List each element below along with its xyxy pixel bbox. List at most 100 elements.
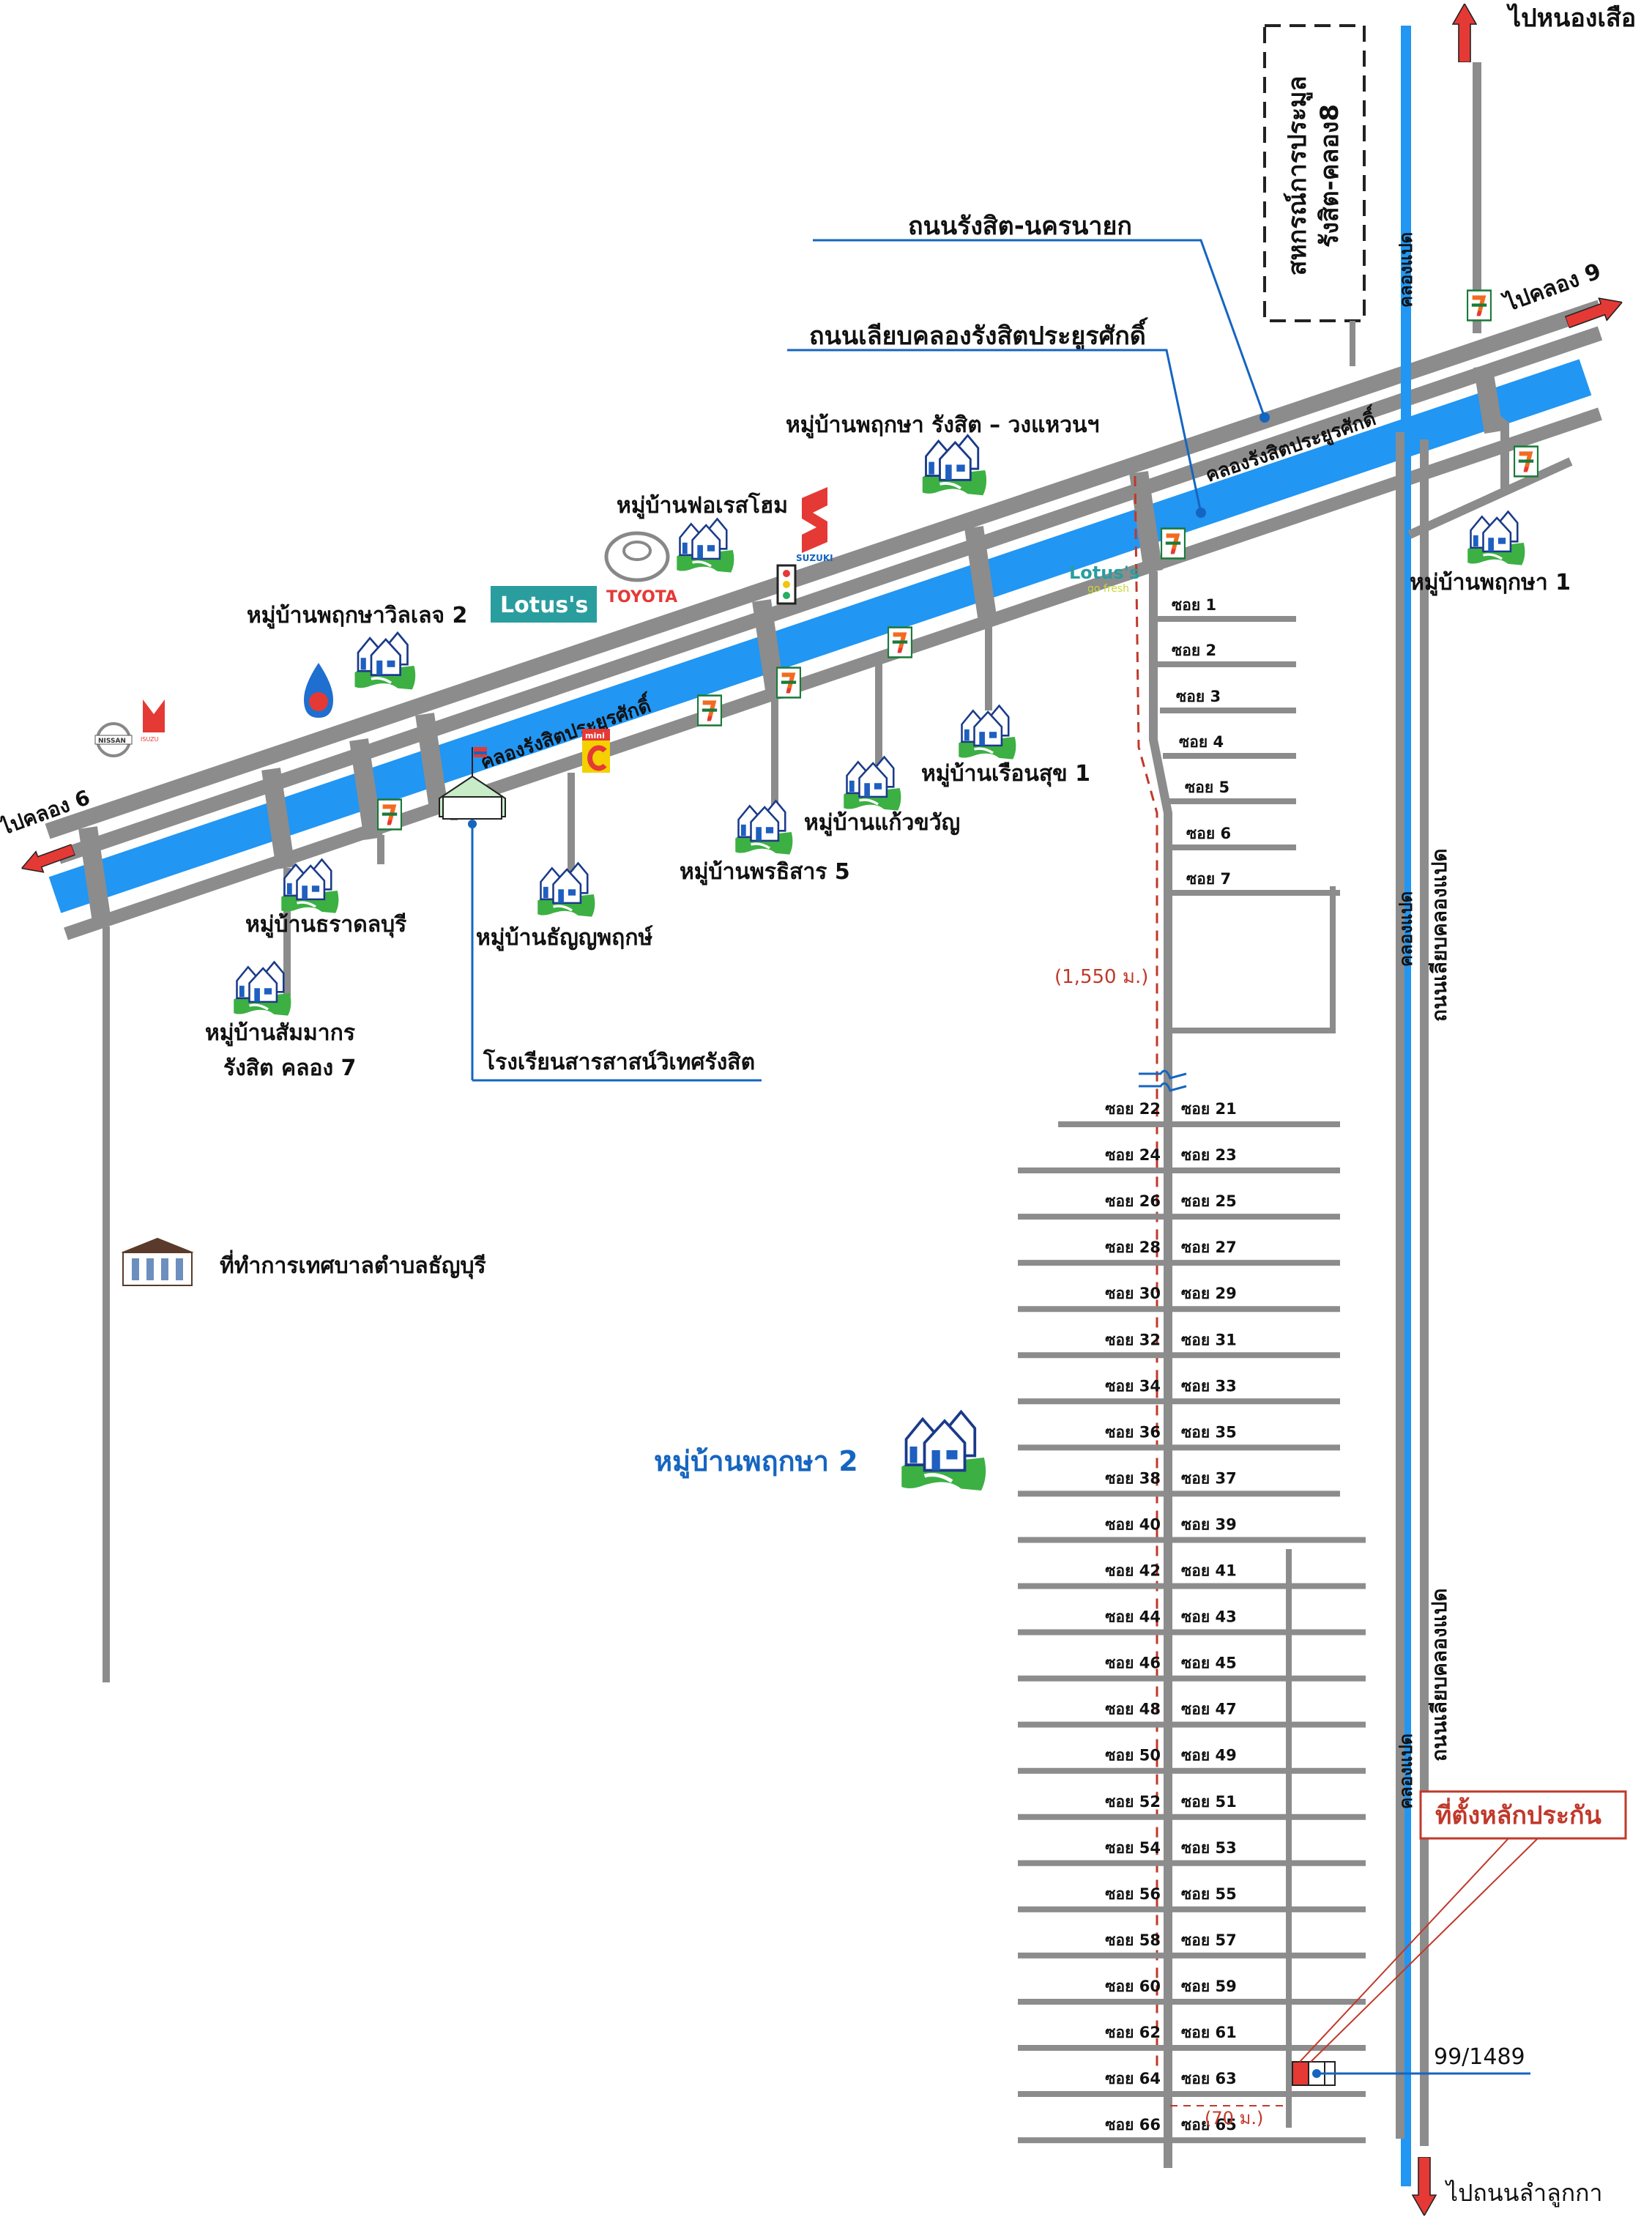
soi-label-left: ซอย 30 [1105, 1285, 1161, 1302]
svg-text:TOYOTA: TOYOTA [606, 588, 677, 606]
soi-label: ซอย 4 [1179, 733, 1224, 751]
soi-label-right: ซอย 49 [1181, 1747, 1237, 1764]
village-phruksa-village-2: หมู่บ้านพฤกษาวิลเลจ 2 [247, 603, 467, 629]
label-rangsit-nakhon-nayok: ถนนรังสิต-นครนายก [908, 212, 1132, 241]
mini-c-logo: mini [582, 729, 610, 773]
soi-label-right: ซอย 51 [1181, 1793, 1237, 1811]
label-liap-khlong-paet-upper: ถนนเลียบคลองแปด [1427, 848, 1451, 1022]
village-icon [232, 960, 293, 1017]
seven-eleven-icon [776, 667, 801, 699]
soi-label-right: ซอย 39 [1181, 1515, 1237, 1533]
soi-label: ซอย 7 [1186, 870, 1231, 888]
village-phruksa-2: หมู่บ้านพฤกษา 2 [654, 1445, 858, 1479]
seven-eleven-icon [377, 798, 402, 831]
label-municipal-office: ที่ทำการเทศบาลตำบลธัญบุรี [220, 1250, 486, 1280]
soi-label-left: ซอย 62 [1105, 2024, 1161, 2041]
village-icon [901, 1412, 986, 1491]
soi-label-right: ซอย 43 [1181, 1608, 1237, 1626]
soi-label-right: ซอย 23 [1181, 1146, 1237, 1164]
main-soi-road[interactable] [1149, 571, 1172, 2168]
svg-text:mini: mini [585, 731, 605, 740]
soi-pair-roads [1018, 1121, 1366, 2144]
rangsit-canal [48, 359, 1592, 913]
village-icon [734, 799, 795, 856]
soi-label: ซอย 3 [1176, 688, 1221, 705]
village-icon [280, 858, 341, 915]
soi-label: ซอย 1 [1172, 596, 1216, 614]
village-icon [536, 861, 597, 918]
soi-label-right: ซอย 45 [1181, 1655, 1237, 1672]
village-kaew-khwan: หมู่บ้านแก้วขวัญ [804, 810, 960, 836]
distance-main-soi: (1,550 ม.) [1054, 966, 1148, 988]
route-dashed [1134, 475, 1158, 2073]
traffic-light-icon [776, 564, 797, 605]
soi-label-left: ซอย 26 [1105, 1192, 1161, 1210]
soi-label-left: ซอย 52 [1105, 1793, 1161, 1811]
ptt-logo [304, 663, 333, 718]
label-to-lam-luk-ka: ไปถนนลำลูกกา [1444, 2179, 1602, 2208]
soi-label-left: ซอย 54 [1105, 1839, 1161, 1857]
village-icon [842, 755, 903, 812]
soi-label-left: ซอย 24 [1105, 1146, 1161, 1164]
village-icon [353, 631, 417, 691]
soi-label-right: ซอย 55 [1181, 1885, 1237, 1903]
seven-eleven-icon [1161, 527, 1186, 560]
label-to-nong-suea: ไปหนองเสือ [1506, 3, 1636, 33]
seven-eleven-icon [1514, 445, 1538, 478]
soi-label-right: ซอย 63 [1181, 2070, 1237, 2087]
road-lower [64, 407, 1602, 940]
soi-label-left: ซอย 34 [1105, 1377, 1161, 1395]
svg-text:Lotus's: Lotus's [1069, 563, 1139, 583]
municipal-office-icon [121, 1238, 194, 1286]
road-upper [45, 300, 1603, 839]
soi-label-left: ซอย 36 [1105, 1423, 1161, 1441]
village-phruksa-rangsit-ring: หมู่บ้านพฤกษา รังสิต – วงแหวนฯ [786, 412, 1099, 439]
village-forest-home: หมู่บ้านฟอเรสโฮม [617, 491, 788, 519]
soi-label-left: ซอย 60 [1105, 1978, 1161, 1995]
upper-soi-roads [1156, 616, 1340, 896]
soi-label-left: ซอย 58 [1105, 1931, 1161, 1949]
soi-label-right: ซอย 29 [1181, 1285, 1237, 1302]
road-middle [56, 326, 1603, 864]
soi-label-right: ซอย 59 [1181, 1978, 1237, 1995]
soi-label-right: ซอย 53 [1181, 1839, 1237, 1857]
soi-label-left: ซอย 38 [1105, 1469, 1161, 1487]
village-sammakorn-line2: รังสิต คลอง 7 [223, 1055, 356, 1081]
svg-text:ISUZU: ISUZU [141, 736, 159, 743]
soi-label-left: ซอย 48 [1105, 1701, 1161, 1718]
soi-label-right: ซอย 57 [1181, 1931, 1237, 1949]
label-khlong-paet-bottom: คลองแปด [1396, 1734, 1416, 1809]
cooperative-box [1263, 24, 1366, 322]
soi-label-right: ซอย 33 [1181, 1377, 1237, 1395]
soi-label-right: ซอย 47 [1181, 1701, 1237, 1718]
rangsit-nakhon-nayok-corridor [45, 300, 1603, 940]
label-khlong-paet-top: คลองแปด [1396, 232, 1416, 308]
village-icon [920, 434, 988, 497]
soi-label-right: ซอย 31 [1181, 1331, 1237, 1348]
soi-label-right: ซอย 61 [1181, 2024, 1237, 2041]
soi-label-left: ซอย 44 [1105, 1608, 1161, 1626]
soi-label-left: ซอย 40 [1105, 1515, 1161, 1533]
soi-label-left: ซอย 64 [1105, 2070, 1161, 2087]
soi-label-right: ซอย 35 [1181, 1423, 1237, 1441]
arrow-down-lam-luk-ka[interactable] [1412, 2157, 1437, 2216]
village-ruean-suk-1: หมู่บ้านเรือนสุข 1 [921, 761, 1090, 787]
seven-eleven-icon [697, 694, 722, 727]
soi-label-left: ซอย 32 [1105, 1331, 1161, 1348]
arrow-up-nong-suea[interactable] [1452, 4, 1477, 62]
soi-label-left: ซอย 22 [1105, 1100, 1161, 1118]
label-liap-khlong-paet-lower: ถนนเลียบคลองแปด [1427, 1588, 1451, 1761]
toyota-logo: TOYOTA [604, 531, 677, 606]
village-sammakorn-line1: หมู่บ้านสัมมากร [205, 1020, 355, 1047]
road-break-symbol [1139, 1069, 1187, 1092]
leader-rangsit-nakhon-nayok [813, 239, 1266, 418]
soi-label-left: ซอย 66 [1105, 2116, 1161, 2134]
nissan-logo: NISSAN [94, 722, 133, 757]
label-khlong-paet-mid: คลองแปด [1396, 891, 1416, 967]
soi-label-left: ซอย 56 [1105, 1885, 1161, 1903]
distance-to-property: (70 ม.) [1205, 2108, 1263, 2128]
village-icon [957, 704, 1018, 761]
